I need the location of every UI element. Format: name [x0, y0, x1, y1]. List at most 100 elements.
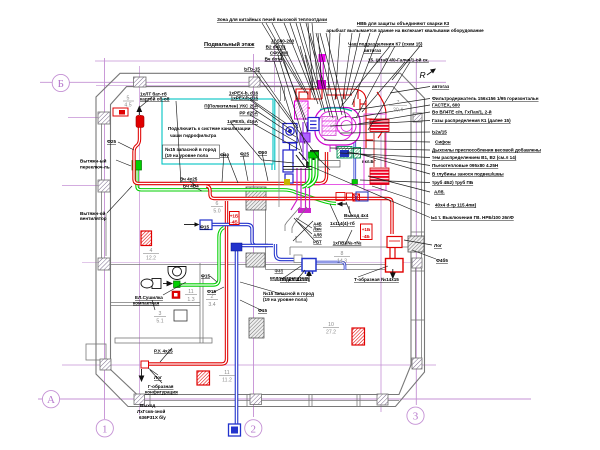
svg-text:Ф25: Ф25: [107, 139, 116, 144]
svg-text:6: 6: [216, 201, 219, 207]
svg-text:компактная: компактная: [133, 301, 160, 306]
svg-text:5.0: 5.0: [213, 209, 220, 215]
svg-text:8: 8: [341, 251, 344, 257]
svg-text:№15 запасной в город: №15 запасной в город: [165, 146, 216, 152]
svg-text:Ф15: Ф15: [258, 308, 267, 313]
svg-text:П(Полиэтилен) УКС 25А: П(Полиэтилен) УКС 25А: [204, 103, 258, 108]
svg-text:5: 5: [127, 96, 130, 102]
svg-text:Лог: Лог: [154, 375, 162, 380]
svg-text:Ф15: Ф15: [207, 289, 216, 294]
svg-text:Ф4б: Ф4б: [275, 268, 284, 273]
svg-text:2: 2: [251, 423, 257, 435]
svg-text:11: 11: [224, 370, 229, 376]
svg-text:1х114(4)-тб: 1х114(4)-тб: [330, 220, 355, 226]
svg-text:Газы распределения К1 (далее 1: Газы распределения К1 (далее 15): [432, 118, 511, 123]
svg-text:7: 7: [397, 100, 400, 106]
svg-text:1хРЕХb, d16А: 1хРЕХb, d16А: [227, 119, 259, 124]
svg-text:Лжч: Лжч: [313, 227, 322, 232]
svg-text:Вч 4х25: Вч 4х25: [180, 177, 198, 182]
svg-text:(19 на уровне пола): (19 на уровне пола): [263, 297, 308, 302]
svg-text:конфигурация: конфигурация: [145, 389, 178, 395]
svg-text:3: 3: [413, 411, 419, 423]
svg-text:1хПВХ№-т№: 1хПВХ№-т№: [333, 240, 362, 245]
svg-text:Ф50: Ф50: [258, 150, 267, 155]
svg-text:картой об-об: картой об-об: [140, 96, 170, 102]
svg-text:ЕЛ.Сушилка: ЕЛ.Сушилка: [135, 295, 163, 300]
svg-text:Выход: Выход: [140, 403, 155, 408]
svg-text:автогаз: автогаз: [364, 48, 382, 53]
svg-text:Т-образная №14х15: Т-образная №14х15: [354, 276, 399, 282]
svg-text:А4Б: А4Б: [313, 222, 321, 227]
svg-text:автогаз: автогаз: [432, 84, 450, 89]
svg-text:№15 запасной в город: №15 запасной в город: [263, 290, 314, 296]
svg-text:5.1: 5.1: [156, 319, 163, 325]
svg-text:ГАСТЕХ, 600: ГАСТЕХ, 600: [432, 103, 460, 108]
svg-text:40х4 d-тр 115.4пм): 40х4 d-тр 115.4пм): [435, 203, 477, 208]
svg-text:водонагреватель: водонагреватель: [270, 276, 310, 281]
svg-text:4.5: 4.5: [124, 103, 131, 109]
svg-text:Лог: Лог: [434, 243, 442, 248]
svg-text:В2 d=Г51: В2 d=Г51: [266, 45, 287, 50]
svg-text:Подвальный этаж: Подвальный этаж: [204, 41, 255, 48]
svg-text:Выход 4х4: Выход 4х4: [344, 213, 369, 218]
svg-text:Ь2а/15: Ь2а/15: [432, 130, 447, 135]
svg-text:вентилятор: вентилятор: [80, 216, 107, 221]
svg-text:РР d25А: РР d25А: [239, 111, 258, 116]
svg-text:Вч dот4: Вч dот4: [265, 57, 283, 62]
svg-text:1хРЕХ-b, d16: 1хРЕХ-b, d16: [229, 91, 259, 96]
svg-text:Во ВЛ4ТЕ с/п, ГхПах/1, 2-й: Во ВЛ4ТЕ с/п, ГхПах/1, 2-й: [432, 109, 492, 115]
svg-text:4: 4: [150, 248, 153, 254]
svg-text:+1Б: +1Б: [230, 214, 239, 219]
svg-text:636Р31Х б/у: 636Р31Х б/у: [139, 414, 166, 420]
svg-text:СФУ-УМ: СФУ-УМ: [270, 51, 288, 56]
svg-text:Ф15: Ф15: [200, 225, 209, 230]
svg-text:АЛб: АЛб: [313, 233, 322, 238]
svg-text:1хЛТ бат-тб: 1хЛТ бат-тб: [140, 91, 167, 97]
svg-text:3.4: 3.4: [208, 302, 215, 308]
svg-text:труб 4Б2) труб ПБ: труб 4Б2) труб ПБ: [432, 179, 474, 185]
svg-text:11: 11: [188, 289, 193, 295]
svg-text:1.3: 1.3: [187, 297, 194, 303]
svg-text:+1Б: +1Б: [362, 227, 371, 232]
svg-text:вкл.БГ: вкл.БГ: [362, 159, 377, 164]
svg-text:Вытяжн-ой: Вытяжн-ой: [80, 210, 106, 216]
svg-text:(19 на уровне пола: (19 на уровне пола: [165, 153, 208, 158]
svg-text:1: 1: [102, 423, 108, 435]
svg-text:3: 3: [159, 311, 162, 317]
svg-text:ЬГЬ-15: ЬГЬ-15: [244, 67, 260, 72]
svg-text:15. Штаб 4/0-Галчн/1-ой ск.: 15. Штаб 4/0-Галчн/1-ой ск.: [368, 57, 429, 63]
svg-text:-4Б: -4Б: [362, 234, 370, 239]
svg-text:Подключить к системе канализац: Подключить к системе канализации: [168, 126, 251, 131]
svg-text:Ф4б5: Ф4б5: [436, 257, 448, 263]
svg-text:чаши гидрофильтра: чаши гидрофильтра: [170, 132, 217, 138]
svg-text:Сифон: Сифон: [435, 139, 451, 145]
svg-text:НВБ для защиты объединяют свар: НВБ для защиты объединяют сварки К3: [357, 20, 450, 26]
svg-text:переключ-ль: переключ-ль: [80, 165, 110, 170]
svg-text:Ф40: Ф40: [220, 153, 229, 158]
svg-text:10: 10: [328, 322, 334, 328]
svg-text:Ь4 т. Выключения ГВ. НРБ/100 2: Ь4 т. Выключения ГВ. НРБ/100 26пФ: [431, 215, 514, 220]
svg-text:Дыхсилы приспособления весовой: Дыхсилы приспособления весовой добавлены: [432, 147, 541, 153]
svg-text:арыбчат вылымается здание на в: арыбчат вылымается здание на включает кв…: [326, 27, 484, 33]
svg-text:Фильтродержатель 156х156 1/95: Фильтродержатель 156х156 1/95 горизонтал…: [432, 96, 539, 101]
svg-text:11.2: 11.2: [222, 378, 232, 384]
svg-text:Вытяжн-ый: Вытяжн-ый: [80, 158, 107, 164]
svg-text:РБТ: РБТ: [313, 240, 322, 245]
svg-text:АЛб.: АЛб.: [434, 189, 445, 195]
svg-text:Зона для китайных печей высоко: Зона для китайных печей высокой теплоотд…: [217, 16, 327, 22]
svg-text:-4Б: -4Б: [230, 220, 238, 225]
svg-text:27.2: 27.2: [326, 330, 336, 336]
svg-text:В глубины занося подвеш/швы: В глубины занося подвеш/швы: [432, 171, 504, 177]
svg-text:тем распределением В1, В2 (см.: тем распределением В1, В2 (см.л 14): [432, 155, 517, 160]
svg-text:R: R: [420, 70, 426, 80]
svg-text:Ьч 4Б4: Ьч 4Б4: [183, 184, 199, 189]
svg-text:A: A: [47, 394, 55, 406]
svg-text:Пьезотепловые 095х80 4.25Н: Пьезотепловые 095х80 4.25Н: [432, 163, 499, 168]
svg-text:Чаш подразделения К7 (схем 15): Чаш подразделения К7 (схем 15): [348, 42, 423, 47]
svg-text:Р.У. 4х25: Р.У. 4х25: [154, 349, 173, 354]
svg-text:Ф25: Ф25: [240, 152, 249, 157]
svg-text:2: 2: [211, 294, 214, 300]
svg-text:1хРЕХа, d16: 1хРЕХа, d16: [231, 95, 259, 100]
svg-text:Б: Б: [58, 78, 64, 90]
svg-text:14.3: 14.3: [337, 259, 347, 265]
